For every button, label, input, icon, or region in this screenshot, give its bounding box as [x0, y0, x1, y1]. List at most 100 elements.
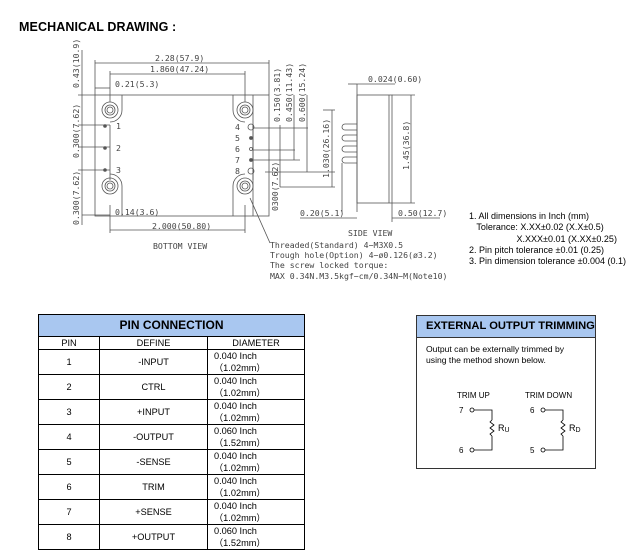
dim-right-b: 0.450(11.43)	[284, 63, 294, 122]
dim-top-height: 0.43(10.9)	[71, 39, 81, 88]
note-line: 2. Pin pitch tolerance ±0.01 (0.25)	[469, 244, 605, 255]
trim-down-label: TRIM DOWN	[525, 391, 572, 400]
pin-label: 4	[235, 122, 240, 132]
dim-right-c: 0.600(15.24)	[297, 63, 307, 122]
pin-5	[249, 136, 253, 140]
external-output-trimming-box: EXTERNAL OUTPUT TRIMMING Output can be e…	[416, 315, 596, 469]
dim-right-a: 0.150(3.81)	[272, 68, 282, 122]
pin-cell: 5	[38, 449, 100, 475]
right-pins	[247, 123, 255, 175]
resistor-icon	[489, 419, 495, 437]
pin-2	[103, 146, 107, 150]
column-header: DIAMETER	[207, 336, 305, 350]
pin-cell: 4	[38, 424, 100, 450]
column-header: PIN	[38, 336, 100, 350]
define-cell: +INPUT	[99, 399, 208, 425]
trim-schematic: TRIM UP 7 6 RU TRIM DOWN 6 5 R	[457, 391, 581, 455]
callout-line: The screw locked torque:	[270, 260, 388, 270]
note-line: 1. All dimensions in Inch (mm)	[469, 211, 590, 221]
table-header-row: PIN DEFINE DIAMETER	[38, 336, 305, 350]
resistor-icon	[560, 419, 566, 437]
callout-line: Trough hole(Option) 4−ø0.126(ø3.2)	[270, 250, 438, 260]
pin-4	[247, 123, 255, 131]
resistor-ru-label: RU	[498, 423, 510, 434]
pin-8	[247, 167, 255, 175]
pin-7	[249, 158, 253, 162]
mounting-hole	[101, 101, 119, 119]
terminal-icon	[540, 407, 546, 413]
trim-up-pin-bottom: 6	[459, 446, 464, 455]
diameter-cell: 0.060 Inch （1.52mm）	[207, 524, 305, 550]
side-view-body	[356, 94, 393, 204]
dim-overall-width: 2.28(57.9)	[155, 53, 204, 63]
mounting-hole	[101, 177, 119, 195]
diameter-cell: 0.040 Inch （1.02mm）	[207, 374, 305, 400]
define-cell: +OUTPUT	[99, 524, 208, 550]
dim-pin-pitch-lower: 0.300(7.62)	[71, 171, 81, 225]
trim-down-circuit: TRIM DOWN 6 5 RD	[525, 391, 581, 455]
dim-side-height: 1.030(26.16)	[321, 119, 331, 178]
define-cell: -SENSE	[99, 449, 208, 475]
pin-6	[249, 147, 253, 151]
pin-1	[103, 124, 107, 128]
trim-up-circuit: TRIM UP 7 6 RU	[457, 391, 510, 455]
page-title: MECHANICAL DRAWING :	[19, 20, 177, 34]
diameter-cell: 0.040 Inch （1.02mm）	[207, 399, 305, 425]
pin-label: 8	[235, 166, 240, 176]
pin-label: 2	[116, 143, 121, 153]
dim-left-offset: 0.21(5.3)	[115, 79, 159, 89]
tolerance-notes: 1. All dimensions in Inch (mm) Tolerance…	[469, 211, 626, 267]
trim-box-title: EXTERNAL OUTPUT TRIMMING	[417, 316, 595, 338]
pin-cell: 2	[38, 374, 100, 400]
dim-plate: 0.024(0.60)	[368, 74, 422, 84]
module-outline	[94, 94, 270, 217]
mounting-hole	[236, 101, 254, 119]
terminal-icon	[469, 447, 475, 453]
diameter-cell: 0.040 Inch （1.02mm）	[207, 499, 305, 525]
diameter-cell: 0.040 Inch （1.02mm）	[207, 449, 305, 475]
trim-down-pin-top: 6	[530, 406, 535, 415]
pin-cell: 6	[38, 474, 100, 500]
pin-cell: 8	[38, 524, 100, 550]
resistor-rd-label: RD	[569, 423, 581, 434]
mounting-hole	[236, 177, 254, 195]
trim-down-pin-bottom: 5	[530, 446, 535, 455]
define-cell: CTRL	[99, 374, 208, 400]
pin-cell: 3	[38, 399, 100, 425]
note-line: X.XXX±0.01 (X.XX±0.25)	[469, 233, 617, 244]
callout-line: MAX 0.34N.M3.5kgf−cm/0.34N−M(Note10)	[270, 271, 447, 281]
terminal-icon	[469, 407, 475, 413]
side-view-label: SIDE VIEW	[348, 228, 392, 238]
pin-cell: 7	[38, 499, 100, 525]
pin-3	[103, 168, 107, 172]
pin-label: 6	[235, 144, 240, 154]
pin-connection-table: PIN CONNECTION PIN DEFINE DIAMETER 1-INP…	[38, 314, 305, 550]
pin-label: 3	[116, 165, 121, 175]
column-header: DEFINE	[99, 336, 208, 350]
define-cell: +SENSE	[99, 499, 208, 525]
trim-up-pin-top: 7	[459, 406, 464, 415]
description-line: using the method shown below.	[426, 354, 546, 365]
table-caption: PIN CONNECTION	[38, 314, 305, 337]
diameter-cell: 0.040 Inch （1.02mm）	[207, 349, 305, 375]
define-cell: -OUTPUT	[99, 424, 208, 450]
trim-up-label: TRIM UP	[457, 391, 490, 400]
callout-line: Threaded(Standard) 4−M3X0.5	[270, 240, 403, 250]
bottom-view-label: BOTTOM VIEW	[153, 241, 207, 251]
description-line: Output can be externally trimmed by	[426, 344, 565, 354]
mechanical-drawing: 1 2 3 4 5 6 7 8 2.28(57.9) 1.860(47.24) …	[71, 39, 447, 281]
dim-right-d: 0300(7.62)	[270, 162, 280, 211]
dim-pin-length: 0.20(5.1)	[300, 208, 344, 218]
dim-side-body: 1.45(36.8)	[401, 121, 411, 170]
trim-description: Output can be externally trimmed by usin…	[417, 338, 595, 371]
dim-hole-span: 1.860(47.24)	[150, 64, 209, 74]
note-line: 3. Pin dimension tolerance ±0.004 (0.1)	[469, 256, 627, 267]
dim-depth: 0.50(12.7)	[398, 208, 447, 218]
dim-pin-row-span: 2.000(50.80)	[152, 221, 211, 231]
